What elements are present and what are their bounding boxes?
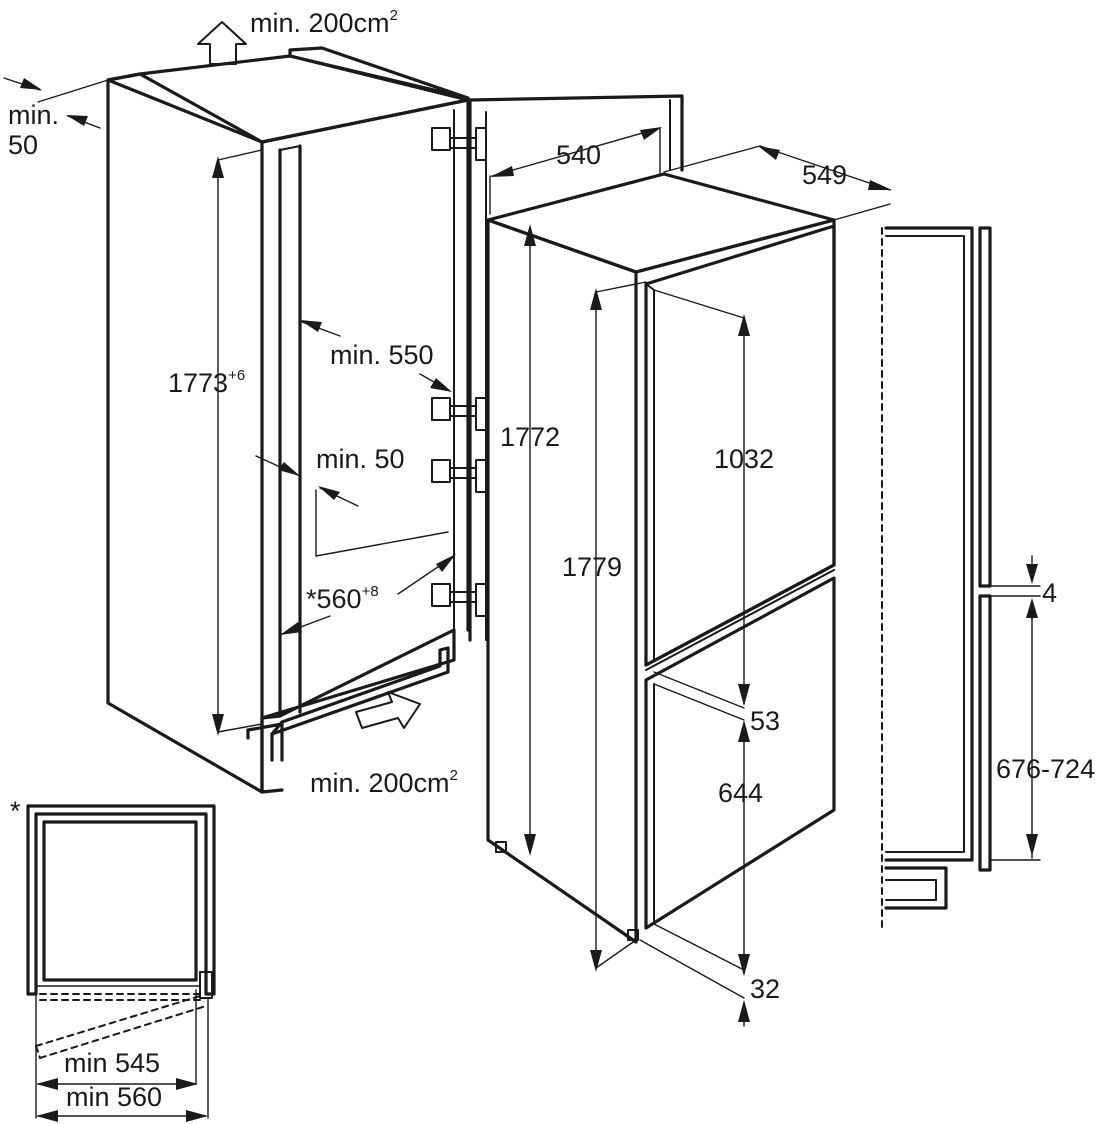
top-view-inset [26, 804, 216, 1119]
side-panel-view [881, 226, 992, 931]
panel-gap-label: 4 [1042, 578, 1057, 608]
cabinet-niche [106, 46, 487, 794]
panel-height-label: 676-724 [996, 754, 1095, 784]
appliance-depth-label: 549 [802, 160, 847, 190]
side-gap-label: min. 50 [316, 444, 405, 474]
asterisk-label: * [10, 796, 21, 826]
niche-depth-label: min. 550 [330, 340, 434, 370]
min-560-label: min 560 [66, 1082, 162, 1112]
niche-height-label: 1773+6 [168, 367, 245, 398]
airflow-in-arrow-icon [355, 691, 421, 729]
min-545-label: min 545 [64, 1048, 160, 1078]
door-gap-label: 53 [750, 706, 780, 736]
door-total-height-label: 1779 [562, 552, 622, 582]
appliance [486, 172, 836, 944]
niche-width-label: *560+8 [306, 583, 379, 614]
rear-gap-label-line1: min. [8, 100, 59, 130]
hinge-icon [431, 397, 487, 431]
vent-bottom-label: min. 200cm2 [310, 767, 458, 798]
bottom-offset-label: 32 [750, 974, 780, 1004]
upper-door-height-label: 1032 [714, 444, 774, 474]
lower-door-height-label: 644 [718, 778, 763, 808]
hinge-icon [431, 583, 487, 617]
hinge-icon [431, 127, 487, 161]
dimension-lines [3, 77, 1041, 1122]
labels: min. 200cm2 min. 50 1773+6 min. 550 min.… [8, 7, 1095, 1112]
vent-top-label: min. 200cm2 [250, 7, 398, 38]
cabinet-door [468, 94, 684, 642]
rear-gap-label-line2: 50 [8, 130, 38, 160]
hinge-icon [431, 459, 487, 493]
airflow-up-arrow-icon [197, 21, 247, 65]
appliance-height-label: 1772 [500, 422, 560, 452]
appliance-width-label: 540 [556, 140, 601, 170]
